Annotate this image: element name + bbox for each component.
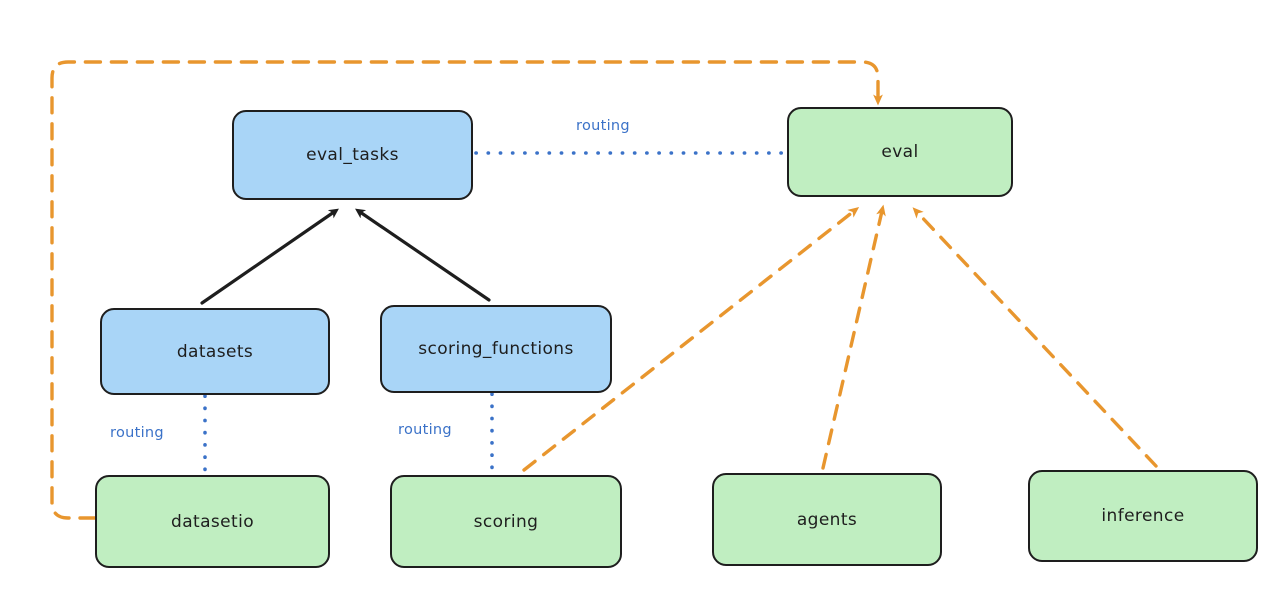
edge-label-routing-scoring: routing	[398, 422, 452, 438]
edge-datasets-evaltasks	[200, 208, 339, 305]
edge-label-routing-datasetio: routing	[110, 425, 164, 441]
node-label: eval_tasks	[306, 145, 399, 165]
edge-agents-eval	[821, 204, 886, 470]
edge-inference-eval	[912, 207, 1158, 468]
node-label: agents	[796, 509, 858, 530]
node-datasets[interactable]: datasets	[100, 308, 330, 395]
node-label: scoring_functions	[418, 339, 574, 359]
node-scoring-functions[interactable]: scoring_functions	[380, 305, 612, 393]
edge-datasetio-eval	[50, 60, 883, 520]
node-datasetio[interactable]: datasetio	[95, 475, 330, 568]
node-inference[interactable]: inference	[1028, 470, 1258, 562]
node-label: inference	[1101, 506, 1185, 526]
edge-scoringfunctions-evaltasks	[355, 208, 491, 302]
node-eval[interactable]: eval	[787, 107, 1013, 197]
node-agents[interactable]: agents	[712, 473, 942, 566]
node-label: datasetio	[171, 511, 254, 532]
node-label: datasets	[176, 341, 254, 362]
node-eval-tasks[interactable]: eval_tasks	[232, 110, 473, 200]
node-scoring[interactable]: scoring	[390, 475, 622, 568]
node-label: scoring	[473, 511, 539, 532]
node-label: eval	[881, 142, 919, 162]
edge-scoring-eval	[522, 206, 860, 472]
edge-label-routing-eval: routing	[576, 118, 630, 134]
